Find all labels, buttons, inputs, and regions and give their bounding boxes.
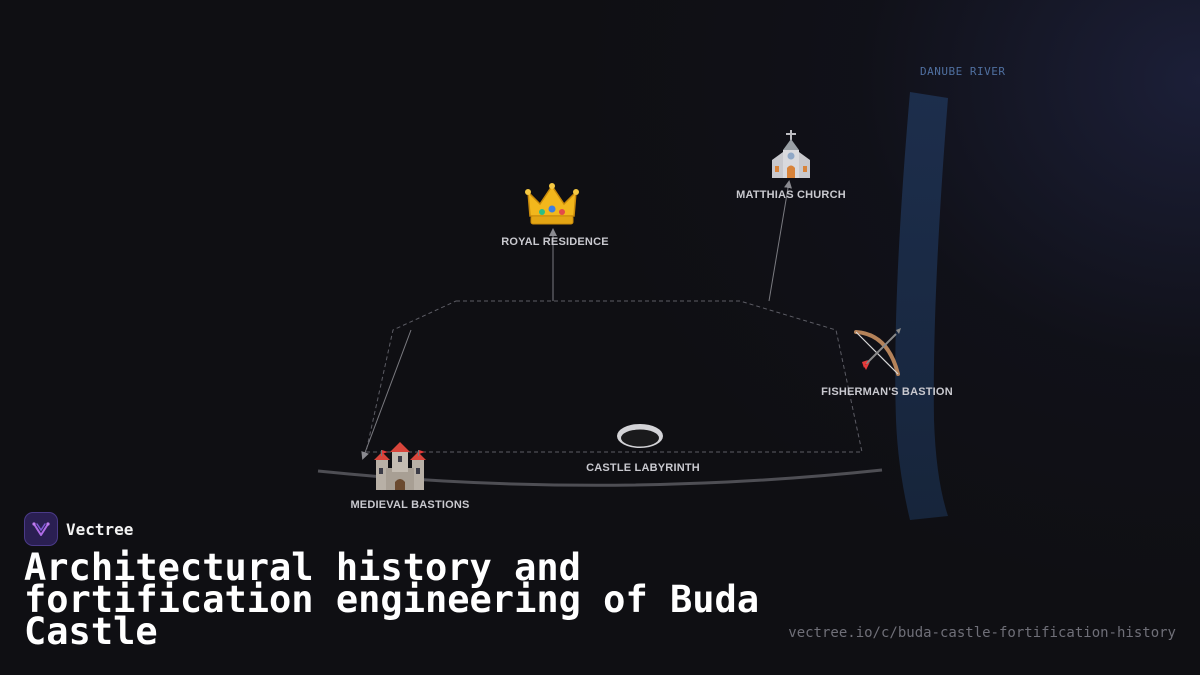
danube-river — [895, 92, 948, 520]
vectree-logo-icon — [24, 512, 58, 546]
crown-icon — [525, 183, 579, 225]
poi-castle-labyrinth[interactable]: CASTLE LABYRINTH — [586, 424, 700, 474]
cave-opening-icon — [617, 424, 663, 448]
poi-label: CASTLE LABYRINTH — [586, 462, 700, 474]
river-label: DANUBE RIVER — [920, 65, 1005, 78]
church-icon — [772, 130, 810, 178]
brand-name: Vectree — [66, 519, 134, 539]
poi-label: MEDIEVAL BASTIONS — [350, 499, 469, 511]
poi-label: FISHERMAN'S BASTION — [821, 386, 953, 398]
page-title: Architectural history and fortification … — [24, 546, 760, 653]
poi-label: MATTHIAS CHURCH — [736, 189, 846, 201]
poi-medieval-bastions[interactable]: MEDIEVAL BASTIONS — [350, 442, 469, 511]
source-url[interactable]: vectree.io/c/buda-castle-fortification-h… — [788, 625, 1176, 641]
poi-label: ROYAL RESIDENCE — [501, 236, 609, 248]
castle-icon — [374, 442, 426, 490]
poi-matthias-church[interactable]: MATTHIAS CHURCH — [736, 130, 846, 201]
brand[interactable]: Vectree — [24, 512, 133, 546]
castle-wall-outline — [365, 300, 863, 453]
poi-fishermans-bastion[interactable]: FISHERMAN'S BASTION — [821, 328, 953, 398]
arrow-to-medieval-bastions — [361, 329, 412, 460]
bow-and-arrow-icon — [854, 328, 901, 376]
arrow-to-matthias-church — [768, 180, 792, 302]
poi-royal-residence[interactable]: ROYAL RESIDENCE — [501, 183, 609, 248]
